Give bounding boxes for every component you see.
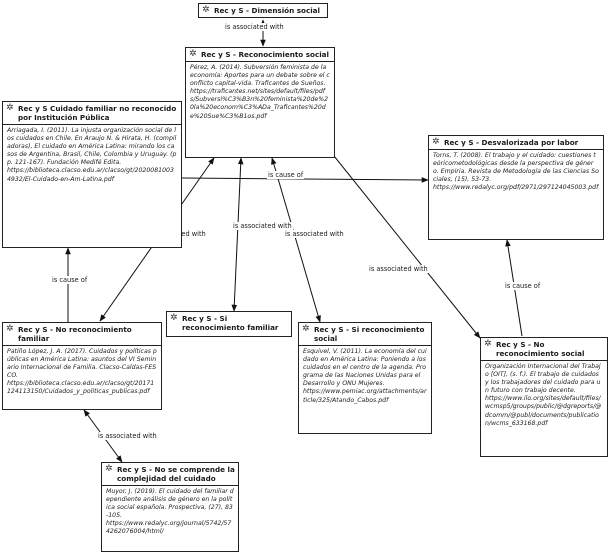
node-reference: Torns, T. (2008). El trabajo y el cuidad… [433,152,599,192]
node-reconocimiento-social[interactable]: ✲ Rec y S - Reconocimiento social Pérez, … [185,47,335,158]
node-title: Rec y S - Reconocimiento social [201,50,329,59]
node-title: Rec y S - No reconocimiento familiar [18,325,132,343]
node-title: Rec y S Cuidado familiar no reconocido p… [18,104,177,122]
node-si-reconocimiento-familiar[interactable]: ✲ Rec y S - Si reconocimiento familiar [166,311,292,337]
concept-icon: ✲ [6,103,14,113]
node-cuidado-familiar-no-reconocido[interactable]: ✲ Rec y S Cuidado familiar no reconocido … [2,101,182,248]
concept-icon: ✲ [170,313,178,323]
node-no-se-comprende-complejidad[interactable]: ✲ Rec y S - No se comprende la complejida… [101,462,239,552]
edge-label: is associated with [97,432,158,440]
node-reference: Arriagada, I. (2011). La injusta organiz… [7,127,177,183]
concept-icon: ✲ [105,464,113,474]
node-desvalorizada-por-labor[interactable]: ✲ Rec y S - Desvalorizada por labor Torns… [428,135,604,240]
node-title: Rec y S - Si reconocimiento social [314,325,425,343]
concept-icon: ✲ [6,324,14,334]
edge-reconocimiento-sirecfamiliar [231,157,244,312]
concept-icon: ✲ [302,324,310,334]
edge-label: is cause of [504,282,542,290]
concept-icon: ✲ [484,339,492,349]
edge-label: is associated with [368,265,429,273]
edge-label: is cause of [51,276,89,284]
edge-label: is associated with [284,230,345,238]
node-dimension-social[interactable]: ✲ Rec y S - Dimensión social [198,3,328,18]
node-no-reconocimiento-social[interactable]: ✲ Rec y S - No reconocimiento social Orga… [480,337,608,457]
node-si-reconocimiento-social[interactable]: ✲ Rec y S - Si reconocimiento social Esqu… [298,322,432,434]
node-reference: Muyor, J. (2019). El cuidado del familia… [106,488,234,536]
edge-label: is associated with [224,23,285,31]
node-title: Rec y S - Si reconocimiento familiar [182,314,279,332]
concept-icon: ✲ [432,137,440,147]
node-no-reconocimiento-familiar[interactable]: ✲ Rec y S - No reconocimiento familiar Pa… [2,322,162,410]
edge-reconocimiento-sirecsocial [271,157,321,323]
edge-label: is associated with [232,222,293,230]
concept-icon: ✲ [189,49,197,59]
node-title: Rec y S - Desvalorizada por labor [444,138,579,147]
node-reference: Organización Internacional del Trabajo [… [485,363,602,427]
node-reference: Esquivel, V. (2011). La economía del cui… [303,348,427,404]
node-title: Rec y S - Dimensión social [214,6,320,15]
edge-cuidado-desvalorizada [181,177,429,183]
node-reference: Pérez, A. (2014). Subversión feminista d… [190,64,330,120]
concept-icon: ✲ [202,5,210,15]
node-title: Rec y S - No reconocimiento social [496,340,585,358]
node-reference: Patiño López, J. A. (2017). Cuidados y p… [7,348,157,396]
node-title: Rec y S - No se comprende la complejidad… [117,465,235,483]
edge-label: is cause of [267,171,305,179]
edge-reconocimiento-norecsocial [317,135,481,339]
